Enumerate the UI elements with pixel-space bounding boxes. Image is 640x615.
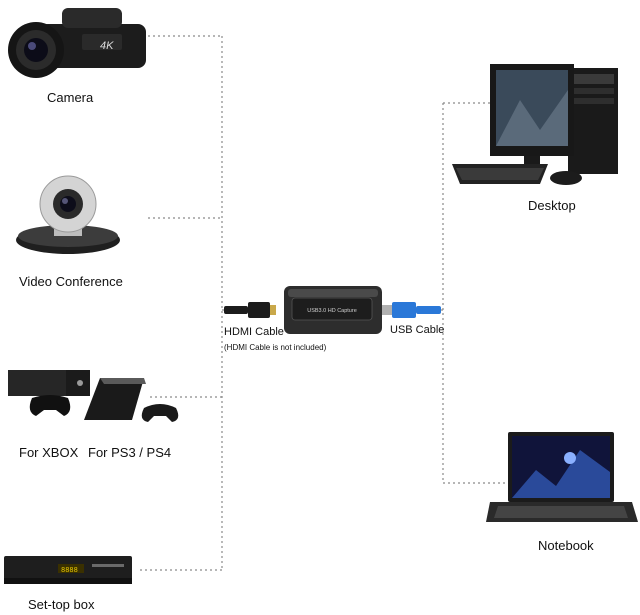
set-top-box-icon: 8888: [4, 556, 132, 584]
xbox-controller-icon: [29, 395, 71, 416]
ps-label: For PS3 / PS4: [88, 445, 172, 460]
hdmi-cable-note: (HDMI Cable is not included): [224, 343, 327, 352]
set-top-box-label: Set-top box: [28, 597, 95, 612]
hdmi-plug-icon: [224, 302, 276, 318]
xbox-label: For XBOX: [19, 445, 79, 460]
ps-controller-icon: [141, 404, 179, 422]
capture-device-label: USB3.0 HD Capture: [307, 308, 357, 314]
video-conference-camera-icon: [16, 175, 120, 254]
video-conference-label: Video Conference: [19, 274, 123, 289]
camcorder-icon: 4K: [8, 8, 146, 78]
desktop-computer-icon: [452, 64, 618, 185]
ps3-console-icon: [84, 378, 146, 420]
connector-lines: [140, 35, 505, 571]
set-top-box-display-icon: 8888: [61, 566, 78, 574]
camera-4k-badge: 4K: [100, 40, 114, 52]
usb-cable-label: USB Cable: [390, 324, 445, 336]
notebook-icon: [486, 432, 638, 522]
hdmi-cable-label: HDMI Cable: [224, 326, 284, 338]
notebook-label: Notebook: [538, 538, 594, 553]
camera-label: Camera: [47, 90, 94, 105]
capture-device-icon: [284, 286, 382, 334]
desktop-label: Desktop: [528, 198, 576, 213]
usb-plug-icon: [382, 302, 441, 318]
xbox-console-icon: [8, 370, 90, 396]
